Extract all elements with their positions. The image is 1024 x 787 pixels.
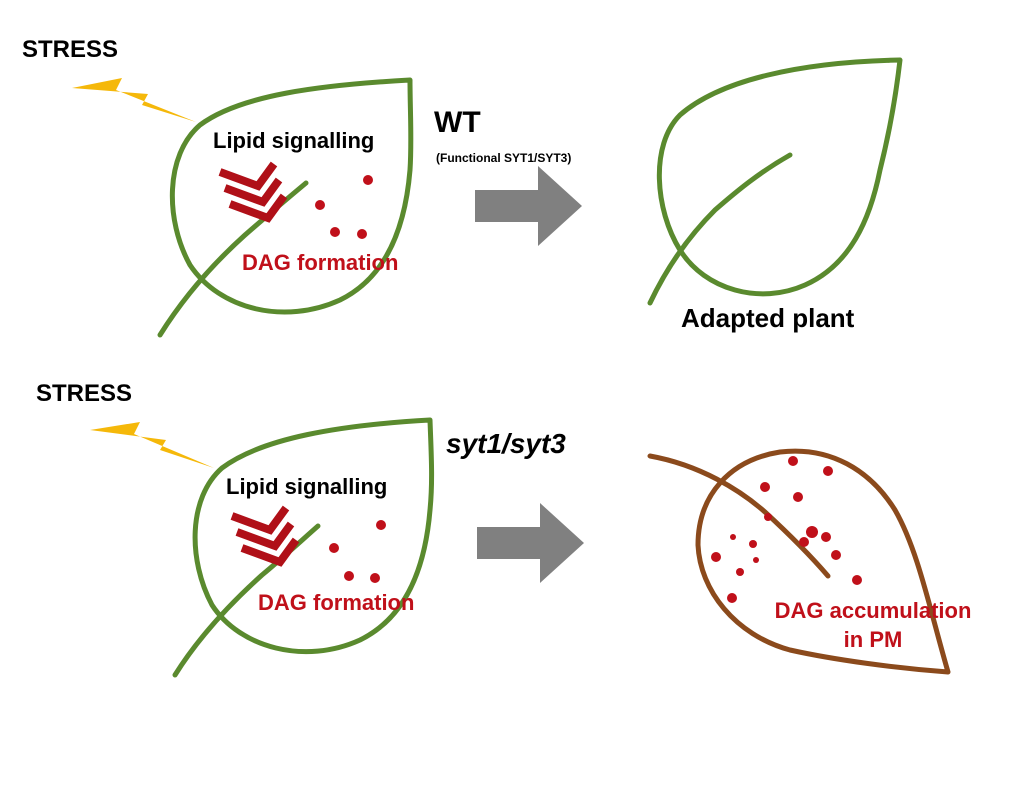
genotype-label: WT [434, 106, 481, 139]
adapted-plant-label: Adapted plant [681, 303, 855, 333]
lightning-bolt-icon [72, 78, 196, 122]
lipid-signalling-label: Lipid signalling [213, 128, 375, 153]
chevron-arrows-icon [218, 161, 288, 223]
genotype-note: (Functional SYT1/SYT3) [436, 151, 572, 165]
leaf-icon [647, 448, 951, 675]
right-arrow-icon [477, 503, 584, 583]
lipid-signalling-label: Lipid signalling [226, 474, 388, 499]
dag-formation-label: DAG formation [242, 250, 399, 275]
dag-accumulation-line1: DAG accumulation [774, 598, 972, 623]
leaf-icon [157, 77, 414, 338]
dag-dots [711, 456, 862, 603]
stress-label: STRESS [22, 36, 119, 63]
dag-accumulation-line2: in PM [843, 626, 903, 652]
dag-accumulation-label: DAG accumulation in PM [748, 597, 998, 654]
leaf-icon [647, 57, 903, 306]
right-arrow-icon [475, 166, 582, 246]
leaf-icon [172, 417, 435, 678]
lightning-bolt-icon [90, 422, 214, 468]
dag-formation-label: DAG formation [258, 590, 415, 615]
genotype-label: syt1/syt3 [446, 428, 566, 459]
stress-label: STRESS [36, 380, 133, 407]
chevron-arrows-icon [230, 505, 300, 567]
dag-dots [329, 520, 386, 583]
dag-dots [315, 175, 373, 239]
